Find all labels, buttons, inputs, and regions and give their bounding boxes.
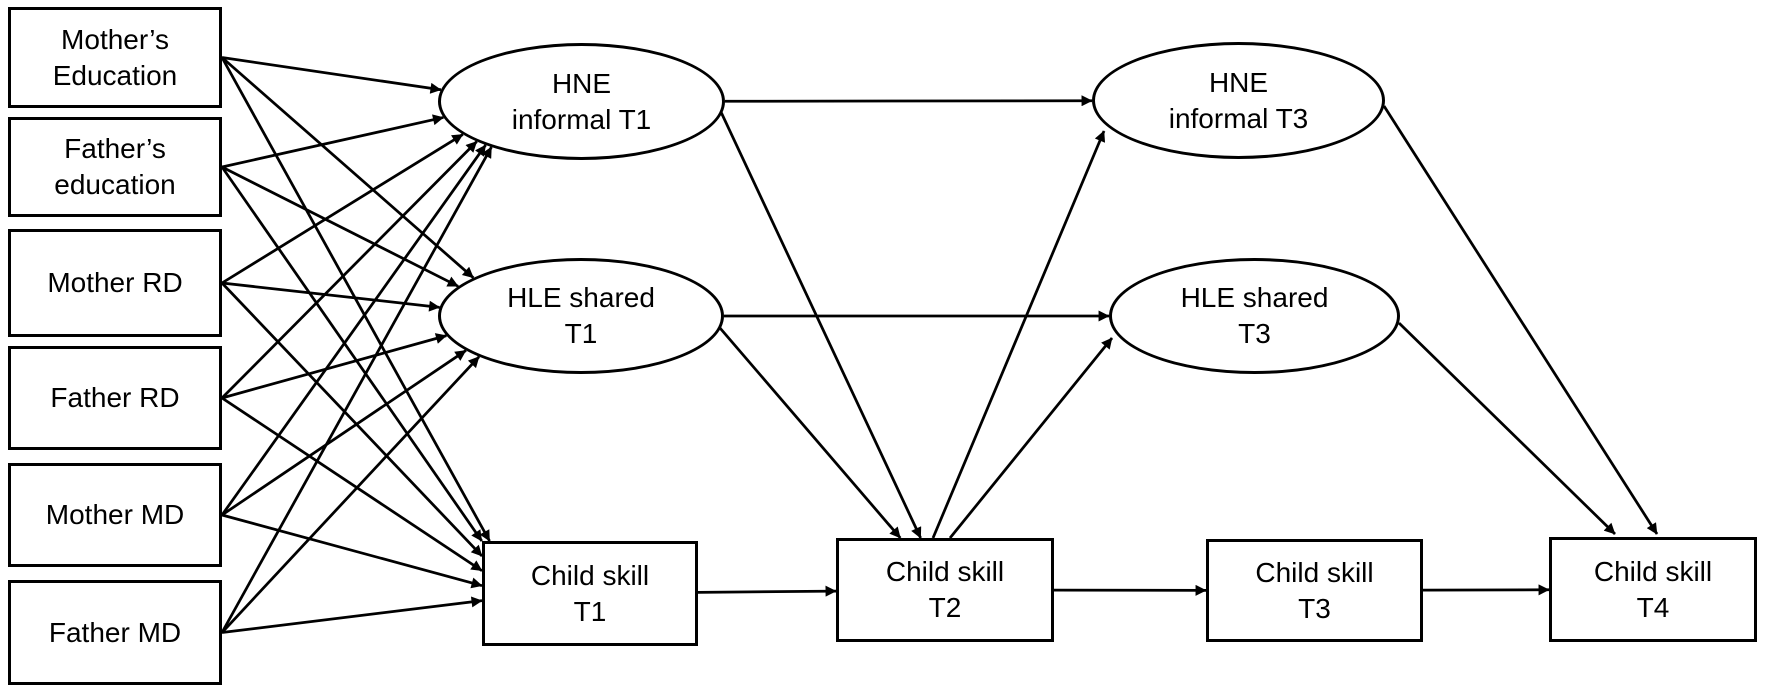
edge-mother-edu-to-hne-t1 <box>221 56 442 94</box>
node-mother-rd: Mother RD <box>8 229 222 337</box>
edge-mother-md-to-child-t1 <box>221 513 483 589</box>
node-mother-rd-label: Mother RD <box>47 267 183 298</box>
node-child-t3-label: Child skill <box>1255 556 1374 588</box>
node-child-t3-label: T3 <box>1298 592 1331 624</box>
node-hne-t1-label: HNE <box>551 67 612 99</box>
edge-mother-md-to-hle-t1 <box>221 349 467 517</box>
edge-father-rd-to-hle-t1 <box>221 333 447 400</box>
edge-father-md-to-hle-t1 <box>220 355 481 634</box>
edge-mother-edu-to-hle-t1 <box>221 56 475 279</box>
node-hne-t3: HNE informal T3 <box>1092 42 1385 159</box>
node-child-t4-label: T4 <box>1636 591 1670 623</box>
node-mother-edu-label: Education <box>52 59 178 91</box>
edge-father-edu-to-child-t1 <box>220 166 483 542</box>
node-child-t2-label: Child skill <box>885 556 1005 587</box>
edge-child-t1-to-child-t2 <box>697 585 837 597</box>
node-child-t2-label: T2 <box>928 592 962 623</box>
node-father-edu: Father’s education <box>8 117 222 217</box>
edge-father-edu-to-hle-t1 <box>221 165 459 288</box>
edge-hne-t3-to-child-t4 <box>1382 105 1659 535</box>
node-father-edu-label: Father’s <box>64 133 166 164</box>
node-father-md-label: Father MD <box>48 616 182 648</box>
node-mother-md: Mother MD <box>8 463 222 567</box>
node-hle-t1-label: T1 <box>564 318 598 349</box>
edge-hle-t1-to-child-t2 <box>718 327 902 539</box>
node-child-t4-label: Child skill <box>1593 555 1713 587</box>
edge-hne-t1-to-hne-t3 <box>724 95 1093 107</box>
node-father-rd-label: Father RD <box>50 382 180 413</box>
edge-father-rd-to-child-t1 <box>221 396 483 572</box>
node-hle-t1-label: HLE shared <box>507 282 655 313</box>
edge-hne-t1-to-child-t2 <box>719 111 922 539</box>
edge-father-md-to-hne-t1 <box>220 146 493 634</box>
edge-father-md-to-child-t1 <box>221 596 483 634</box>
edge-father-edu-to-hne-t1 <box>221 114 444 169</box>
node-hle-t3-label: T3 <box>1238 318 1271 349</box>
node-child-t1-label: T1 <box>573 595 607 627</box>
edge-child-t2-to-hne-t3 <box>931 130 1106 539</box>
edge-father-rd-to-hne-t1 <box>221 140 478 399</box>
edge-mother-rd-to-hne-t1 <box>221 133 464 285</box>
node-mother-edu-label: Mother’s <box>61 23 169 55</box>
node-father-edu-label: education <box>54 169 176 200</box>
edge-mother-md-to-hne-t1 <box>220 144 487 516</box>
edge-hle-t3-to-child-t4 <box>1398 322 1616 535</box>
node-hne-t3-label: informal T3 <box>1168 102 1309 134</box>
node-father-md: Father MD <box>8 580 222 685</box>
node-mother-md-label: Mother MD <box>45 499 185 530</box>
edge-child-t2-to-hle-t3 <box>948 337 1114 539</box>
node-child-t1-label: Child skill <box>530 559 650 591</box>
node-hle-t3-label: HLE shared <box>1180 282 1329 313</box>
node-hne-t1-label: informal T1 <box>511 103 652 135</box>
edge-mother-rd-to-child-t1 <box>221 282 483 558</box>
node-hne-t3-label: HNE <box>1208 66 1269 98</box>
node-father-rd: Father RD <box>8 346 222 450</box>
node-hne-t1: HNE informal T1 <box>438 43 725 160</box>
